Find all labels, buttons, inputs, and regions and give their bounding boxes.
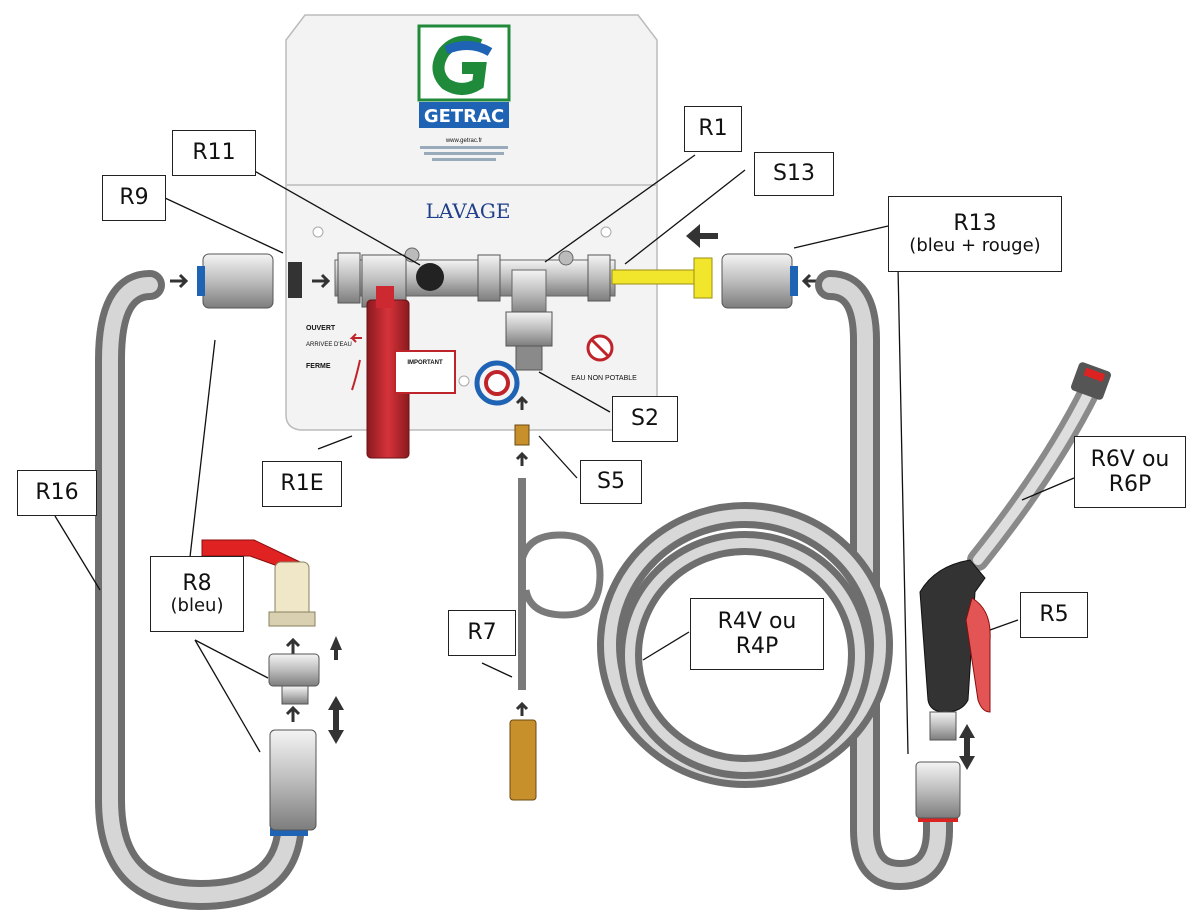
suction-tube-coil	[518, 531, 604, 619]
getrac-logo: GETRAC www.getrac.fr	[417, 24, 511, 161]
website-text: www.getrac.fr	[445, 138, 482, 144]
tee-outlet	[511, 269, 547, 316]
valve-open-label: OUVERT	[306, 325, 336, 332]
hose-connector	[269, 729, 317, 831]
valve-position-icon	[349, 333, 362, 343]
assembly-arrow	[330, 636, 342, 660]
flow-arrow	[312, 273, 331, 289]
callout-r7: R7	[448, 610, 516, 656]
callout-r5: R5	[1020, 592, 1088, 638]
assembly-double-arrow	[959, 724, 975, 770]
right-hose-coupler	[915, 761, 961, 819]
callout-s2: S2	[612, 396, 678, 442]
flow-arrow	[285, 705, 301, 722]
tap-adapter	[268, 653, 320, 687]
callout-r1: R1	[684, 106, 742, 152]
coupler-blue-ring	[197, 266, 205, 296]
callout-r9: R9	[102, 175, 166, 221]
callout-s5: S5	[580, 460, 642, 504]
threaded-fitting	[477, 254, 501, 302]
yellow-insert-rod	[611, 269, 699, 285]
panel-screw-hole	[312, 226, 324, 238]
brass-filter	[509, 719, 537, 801]
left-quick-coupler	[202, 253, 274, 309]
valve-closed-label: FERME	[306, 363, 331, 370]
brand-name: GETRAC	[424, 106, 504, 127]
faucet-nut	[268, 611, 316, 627]
s5-nozzle	[514, 424, 530, 446]
callout-r11: R11	[172, 130, 256, 176]
valve-stem	[376, 286, 394, 308]
threaded-fitting	[337, 252, 361, 304]
leader-lines	[54, 154, 1075, 755]
check-valve	[416, 263, 444, 291]
gun-grip	[919, 559, 986, 713]
panel-title: LAVAGE	[426, 199, 511, 223]
important-tag	[394, 350, 456, 394]
yellow-insert-head	[693, 257, 713, 299]
r8-note: (bleu)	[170, 595, 224, 617]
callout-r8: R8(bleu)	[150, 556, 244, 632]
important-text: IMPORTANT	[407, 360, 443, 366]
water-inlet-label: ARRIVEE D'EAU	[306, 342, 352, 348]
threaded-fitting	[587, 254, 611, 302]
callout-s13: S13	[754, 152, 834, 196]
tee-nipple	[515, 345, 543, 371]
r13-note: (bleu + rouge)	[909, 235, 1041, 257]
hose-blue-ring	[270, 828, 308, 836]
tee-nut	[505, 311, 553, 347]
gun-red-trigger	[965, 597, 991, 713]
panel-screw-hole	[600, 226, 612, 238]
flow-arrow	[515, 701, 529, 716]
tap-adapter-nipple	[281, 685, 309, 705]
callout-r13: R13(bleu + rouge)	[888, 196, 1062, 272]
flow-arrow	[686, 224, 718, 248]
gun-outlet-fitting	[929, 711, 957, 741]
lance-nozzle-tip	[1071, 362, 1111, 400]
recycle-icon	[474, 360, 520, 406]
callout-r1e: R1E	[262, 461, 342, 507]
non-potable-label: EAU NON POTABLE	[571, 375, 637, 382]
valve-position-icon	[351, 359, 361, 391]
flow-arrow	[515, 451, 529, 466]
seal-washer	[288, 262, 302, 298]
panel-screw-hole	[458, 375, 470, 387]
flow-arrow	[170, 273, 189, 289]
assembly-double-arrow	[328, 696, 344, 744]
mounting-screw	[558, 250, 574, 266]
flow-arrow	[285, 637, 301, 655]
coupler-blue-ring	[790, 266, 798, 296]
right-quick-coupler	[721, 253, 793, 309]
nozzle-red-ring	[1083, 367, 1106, 382]
callout-r16: R16	[17, 470, 97, 516]
flow-arrow	[515, 395, 529, 410]
